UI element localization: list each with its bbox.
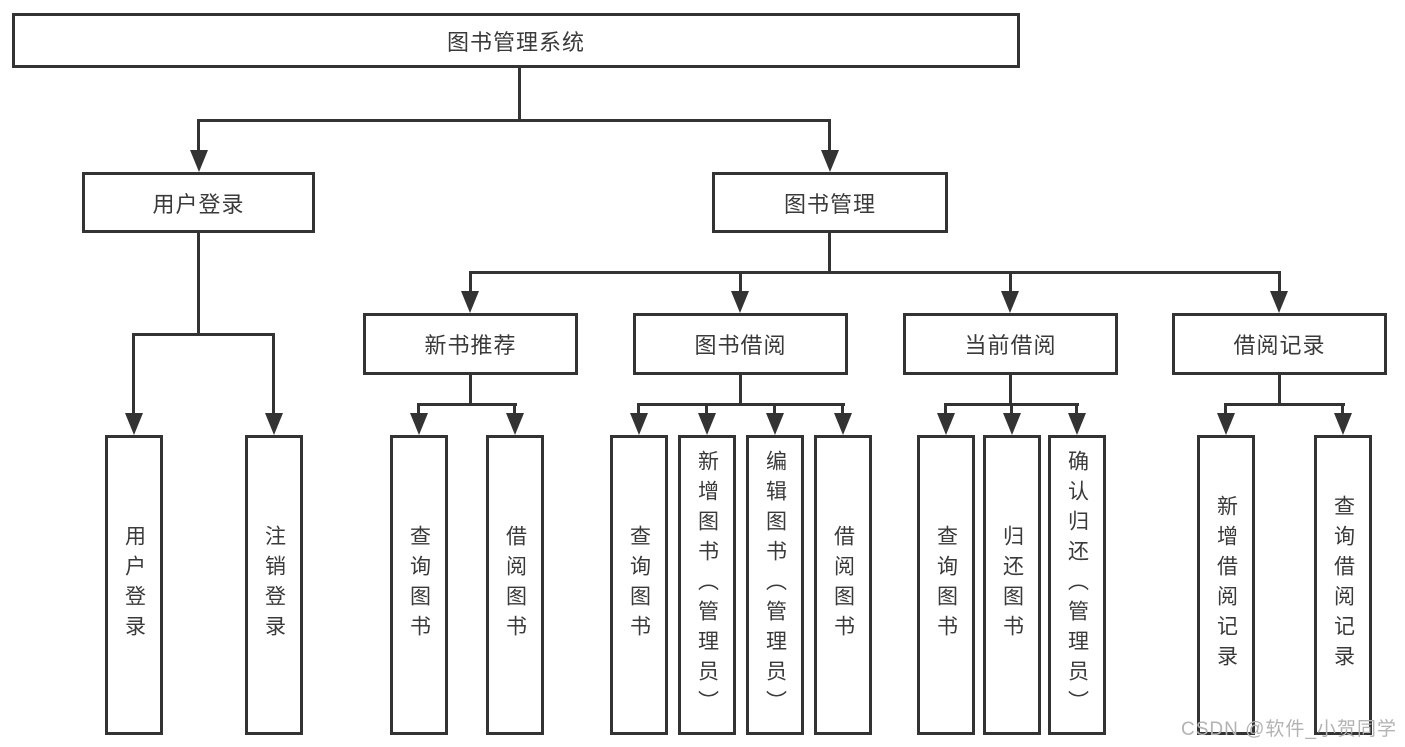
connector-vline [518, 68, 521, 122]
arrow-down-icon [1270, 291, 1288, 313]
connector-hline [197, 119, 831, 122]
node-label: 图书管理 [783, 191, 876, 217]
leaf-label: 注销登录 [262, 525, 286, 645]
connector-hline [469, 271, 1281, 274]
connector-vline [705, 403, 708, 417]
connector-vline [1010, 403, 1013, 417]
node-new-book-recommend: 新书推荐 [363, 313, 578, 375]
leaf-user-login: 用户登录 [105, 435, 163, 735]
arrow-down-icon [506, 413, 524, 435]
leaf-label: 新增图书（管理员） [695, 450, 719, 720]
leaf-label: 借阅图书 [831, 525, 855, 645]
csdn-watermark: CSDN @软件_小贺同学 [1181, 719, 1397, 740]
leaf-return-books: 归还图书 [983, 435, 1041, 735]
arrow-down-icon [766, 413, 784, 435]
connector-hline [637, 403, 845, 406]
leaf-edit-books-admin: 编辑图书（管理员） [746, 435, 804, 735]
connector-vline [944, 403, 947, 417]
connector-vline [1009, 271, 1012, 295]
arrow-down-icon [1068, 413, 1086, 435]
node-label: 用户登录 [152, 191, 245, 217]
connector-vline [828, 233, 831, 274]
connector-vline [1075, 403, 1078, 417]
connector-vline [1341, 403, 1344, 417]
leaf-label: 归还图书 [1000, 525, 1024, 645]
leaf-confirm-return-admin: 确认归还（管理员） [1048, 435, 1106, 735]
node-label: 借阅记录 [1233, 333, 1326, 358]
connector-vline [1278, 375, 1281, 406]
leaf-label: 查询图书 [627, 525, 651, 645]
connector-vline [197, 233, 200, 336]
node-library-management-system: 图书管理系统 [12, 13, 1020, 68]
node-label: 图书管理系统 [446, 29, 585, 55]
connector-vline [132, 333, 135, 415]
leaf-query-books-recommend: 查询图书 [390, 435, 448, 735]
connector-vline [773, 403, 776, 417]
connector-vline [828, 119, 831, 154]
node-user-login: 用户登录 [82, 172, 315, 233]
leaf-query-books-current: 查询图书 [917, 435, 975, 735]
leaf-query-books-borrowing: 查询图书 [610, 435, 668, 735]
node-label: 图书借阅 [694, 333, 787, 358]
connector-vline [739, 271, 742, 295]
connector-vline [637, 403, 640, 417]
connector-hline [417, 403, 517, 406]
arrow-down-icon [190, 150, 208, 172]
connector-vline [1009, 375, 1012, 406]
connector-vline [469, 375, 472, 406]
arrow-down-icon [630, 413, 648, 435]
arrow-down-icon [698, 413, 716, 435]
connector-hline [132, 333, 275, 336]
connector-vline [272, 333, 275, 415]
arrow-down-icon [937, 413, 955, 435]
arrow-down-icon [410, 413, 428, 435]
arrow-down-icon [1001, 291, 1019, 313]
connector-vline [841, 403, 844, 417]
leaf-query-borrow-record: 查询借阅记录 [1314, 435, 1372, 735]
arrow-down-icon [125, 413, 143, 435]
leaf-add-books-admin: 新增图书（管理员） [678, 435, 736, 735]
node-label: 当前借阅 [964, 333, 1057, 358]
node-book-borrowing: 图书借阅 [633, 313, 848, 375]
leaf-label: 用户登录 [122, 525, 146, 645]
leaf-borrow-books: 借阅图书 [814, 435, 872, 735]
leaf-add-borrow-record: 新增借阅记录 [1197, 435, 1255, 735]
arrow-down-icon [731, 291, 749, 313]
connector-vline [417, 403, 420, 417]
leaf-label: 新增借阅记录 [1214, 495, 1238, 675]
arrow-down-icon [1334, 413, 1352, 435]
leaf-label: 查询借阅记录 [1331, 495, 1355, 675]
connector-vline [469, 271, 472, 295]
arrow-down-icon [265, 413, 283, 435]
connector-vline [1278, 271, 1281, 295]
node-current-borrowing: 当前借阅 [903, 313, 1118, 375]
connector-vline [513, 403, 516, 417]
node-borrowing-records: 借阅记录 [1172, 313, 1387, 375]
leaf-label: 查询图书 [934, 525, 958, 645]
arrow-down-icon [461, 291, 479, 313]
leaf-borrow-books-recommend: 借阅图书 [486, 435, 544, 735]
connector-hline [1224, 403, 1345, 406]
leaf-label: 确认归还（管理员） [1065, 450, 1089, 720]
arrow-down-icon [834, 413, 852, 435]
arrow-down-icon [1003, 413, 1021, 435]
node-label: 新书推荐 [424, 333, 517, 358]
connector-vline [739, 375, 742, 406]
arrow-down-icon [821, 150, 839, 172]
connector-vline [1224, 403, 1227, 417]
leaf-label: 借阅图书 [503, 525, 527, 645]
leaf-label: 编辑图书（管理员） [763, 450, 787, 720]
leaf-label: 查询图书 [407, 525, 431, 645]
leaf-logout: 注销登录 [245, 435, 303, 735]
connector-vline [197, 119, 200, 154]
node-book-management: 图书管理 [712, 172, 948, 233]
arrow-down-icon [1217, 413, 1235, 435]
